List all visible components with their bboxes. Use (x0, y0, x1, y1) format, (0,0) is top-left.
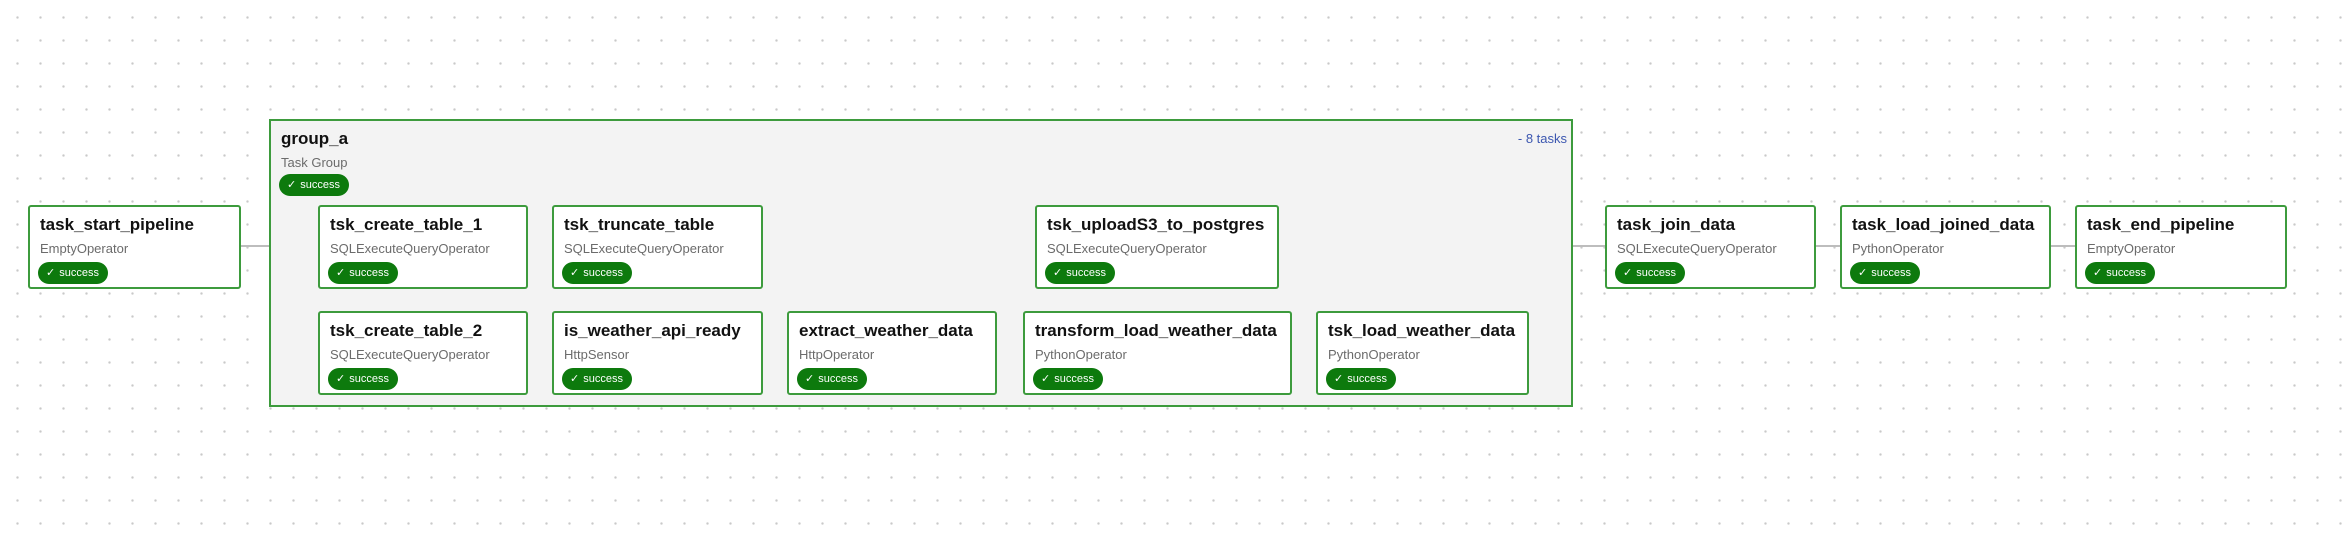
check-icon: ✓ (1623, 266, 1633, 279)
task-operator: HttpSensor (564, 347, 630, 362)
task-node-start[interactable]: task_start_pipeline EmptyOperator ✓succe… (28, 205, 241, 289)
status-label: success (583, 373, 623, 385)
status-label: success (818, 373, 858, 385)
task-title: task_end_pipeline (2087, 215, 2235, 234)
check-icon: ✓ (570, 266, 580, 279)
status-badge: ✓success (2085, 262, 2155, 284)
task-operator: SQLExecuteQueryOperator (330, 241, 490, 256)
check-icon: ✓ (336, 266, 346, 279)
group-title: group_a (281, 129, 349, 148)
status-badge: ✓success (1615, 262, 1685, 284)
status-label: success (59, 267, 99, 279)
task-title: is_weather_api_ready (564, 321, 741, 340)
task-title: tsk_uploadS3_to_postgres (1047, 215, 1265, 234)
task-node-extract-weather[interactable]: extract_weather_data HttpOperator ✓succe… (787, 311, 997, 395)
task-operator: SQLExecuteQueryOperator (564, 241, 724, 256)
task-node-load-weather[interactable]: tsk_load_weather_data PythonOperator ✓su… (1316, 311, 1529, 395)
check-icon: ✓ (2093, 266, 2103, 279)
status-badge: ✓success (1850, 262, 1920, 284)
task-title: task_load_joined_data (1852, 215, 2035, 234)
task-title: extract_weather_data (799, 321, 973, 340)
status-label: success (349, 267, 389, 279)
task-title: tsk_truncate_table (564, 215, 715, 234)
status-badge: ✓success (1045, 262, 1115, 284)
task-node-load-joined[interactable]: task_load_joined_data PythonOperator ✓su… (1840, 205, 2051, 289)
status-badge: ✓success (38, 262, 108, 284)
check-icon: ✓ (46, 266, 56, 279)
check-icon: ✓ (287, 178, 297, 191)
task-title: task_join_data (1617, 215, 1736, 234)
status-label: success (2106, 267, 2146, 279)
group-subtitle: Task Group (281, 155, 348, 170)
status-badge: ✓success (562, 262, 632, 284)
task-node-end[interactable]: task_end_pipeline EmptyOperator ✓success (2075, 205, 2287, 289)
status-label: success (1636, 267, 1676, 279)
task-operator: PythonOperator (1328, 347, 1420, 362)
status-badge: ✓success (562, 368, 632, 390)
status-label: success (1871, 267, 1911, 279)
task-operator: EmptyOperator (2087, 241, 2176, 256)
task-operator: SQLExecuteQueryOperator (330, 347, 490, 362)
check-icon: ✓ (805, 372, 815, 385)
status-label: success (583, 267, 623, 279)
task-operator: EmptyOperator (40, 241, 129, 256)
check-icon: ✓ (1334, 372, 1344, 385)
task-node-upload-s3[interactable]: tsk_uploadS3_to_postgres SQLExecuteQuery… (1035, 205, 1279, 289)
task-node-weather-api-ready[interactable]: is_weather_api_ready HttpSensor ✓success (552, 311, 763, 395)
check-icon: ✓ (1041, 372, 1051, 385)
status-label: success (300, 179, 340, 191)
task-title: tsk_create_table_1 (330, 215, 483, 234)
status-label: success (1066, 267, 1106, 279)
task-node-transform-load[interactable]: transform_load_weather_data PythonOperat… (1023, 311, 1292, 395)
task-title: task_start_pipeline (40, 215, 195, 234)
check-icon: ✓ (1858, 266, 1868, 279)
task-operator: HttpOperator (799, 347, 875, 362)
check-icon: ✓ (336, 372, 346, 385)
status-badge: ✓success (797, 368, 867, 390)
task-operator: SQLExecuteQueryOperator (1047, 241, 1207, 256)
status-badge: ✓success (1326, 368, 1396, 390)
task-node-join-data[interactable]: task_join_data SQLExecuteQueryOperator ✓… (1605, 205, 1816, 289)
task-node-truncate-table[interactable]: tsk_truncate_table SQLExecuteQueryOperat… (552, 205, 763, 289)
task-operator: SQLExecuteQueryOperator (1617, 241, 1777, 256)
status-badge: ✓success (328, 368, 398, 390)
status-label: success (1347, 373, 1387, 385)
task-operator: PythonOperator (1852, 241, 1944, 256)
status-badge: ✓success (1033, 368, 1103, 390)
status-badge: ✓success (328, 262, 398, 284)
task-title: tsk_load_weather_data (1328, 321, 1516, 340)
group-task-count-toggle[interactable]: - 8 tasks (1517, 131, 1567, 146)
task-node-create-table-2[interactable]: tsk_create_table_2 SQLExecuteQueryOperat… (318, 311, 528, 395)
task-node-create-table-1[interactable]: tsk_create_table_1 SQLExecuteQueryOperat… (318, 205, 528, 289)
status-label: success (349, 373, 389, 385)
task-title: transform_load_weather_data (1035, 321, 1277, 340)
task-title: tsk_create_table_2 (330, 321, 483, 340)
task-operator: PythonOperator (1035, 347, 1127, 362)
check-icon: ✓ (1053, 266, 1063, 279)
status-badge: ✓ success (279, 174, 349, 196)
status-label: success (1054, 373, 1094, 385)
check-icon: ✓ (570, 372, 580, 385)
